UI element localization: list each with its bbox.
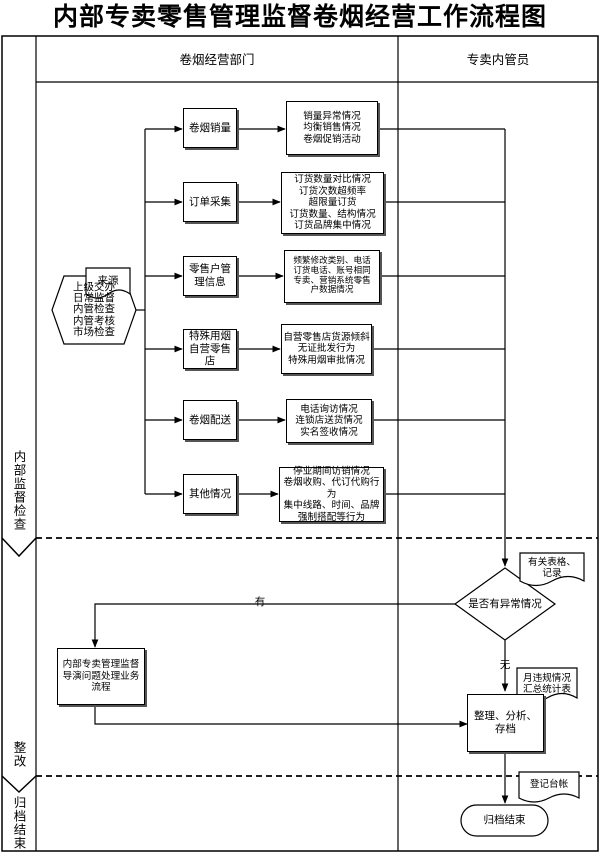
handle-process-box: 内部专卖管理监督 导演问题处理业务 流程: [57, 648, 145, 705]
category-box-other: 其他情况: [183, 474, 237, 514]
category-box-orders: 订单采集: [183, 182, 237, 222]
organize-box: 整理、分析、 存档: [467, 694, 544, 752]
page-title: 内部专卖零售管理监督卷烟经营工作流程图: [52, 2, 547, 31]
source-items: 上级交办 日常监督 内管检查 内管考核 市场检查: [73, 280, 115, 338]
yes-path: [91, 603, 455, 648]
decision-no-label: 无: [499, 658, 511, 671]
category-box-special-use: 特殊用烟 自营零售店: [183, 329, 237, 369]
decision-yes-label: 有: [254, 595, 266, 608]
ledger-document-label: 登记台帐: [529, 779, 569, 791]
category-box-delivery: 卷烟配送: [183, 400, 237, 440]
detail-box-other: 停业期间访销情况 卷烟收购、代订代购行为 集中线路、时间、品牌 强制搭配等行为: [279, 466, 384, 523]
phase-chevron-1: [1, 537, 37, 558]
detail-box-delivery: 电话询访情况 连锁店送货情况 实名签收情况: [286, 399, 372, 443]
detail-box-retailer-info: 频繁修改类别、电话 订货电话、账号相同 专卖、营销系统零售 户数据情况: [284, 250, 380, 303]
forms-document: [519, 552, 585, 587]
category-box-retailer-info: 零售户管 理信息: [183, 256, 237, 296]
lane-header-dept: 卷烟经营部门: [179, 51, 255, 67]
phase-label-rectify: 整改: [11, 740, 27, 768]
decision-question: 是否有异常情况: [468, 597, 542, 610]
category-box-sales: 卷烟销量: [183, 108, 237, 148]
handle-to-organize: [94, 705, 468, 728]
detail-box-special-use: 自营零售店货源倾斜 无证批发行为 特殊用烟审批情况: [281, 324, 372, 374]
detail-box-sales: 销量异常情况 均衡销售情况 卷烟促销活动: [286, 101, 378, 155]
phase-chevron-2: [1, 775, 37, 794]
end-terminator: [460, 804, 549, 837]
source-doc-label: 来源: [97, 274, 119, 287]
forms-document-label: 有关表格、 记录: [528, 556, 576, 580]
outer-frame: [1, 35, 599, 852]
detail-box-orders: 订货数量对比情况 订货次数超频率 超限量订货 订货数量、结构情况 订货品牌集中情…: [281, 172, 384, 234]
phase-label-archive: 归档结束: [11, 796, 27, 850]
end-label: 归档结束: [483, 814, 526, 827]
lane-header-officer: 专卖内管员: [466, 51, 530, 67]
source-document: [85, 267, 131, 299]
phase-label-supervision: 内部监督检查: [11, 449, 27, 531]
ledger-document: [518, 771, 580, 803]
monthly-document-label: 月违规情况 汇总统计表: [523, 672, 571, 696]
